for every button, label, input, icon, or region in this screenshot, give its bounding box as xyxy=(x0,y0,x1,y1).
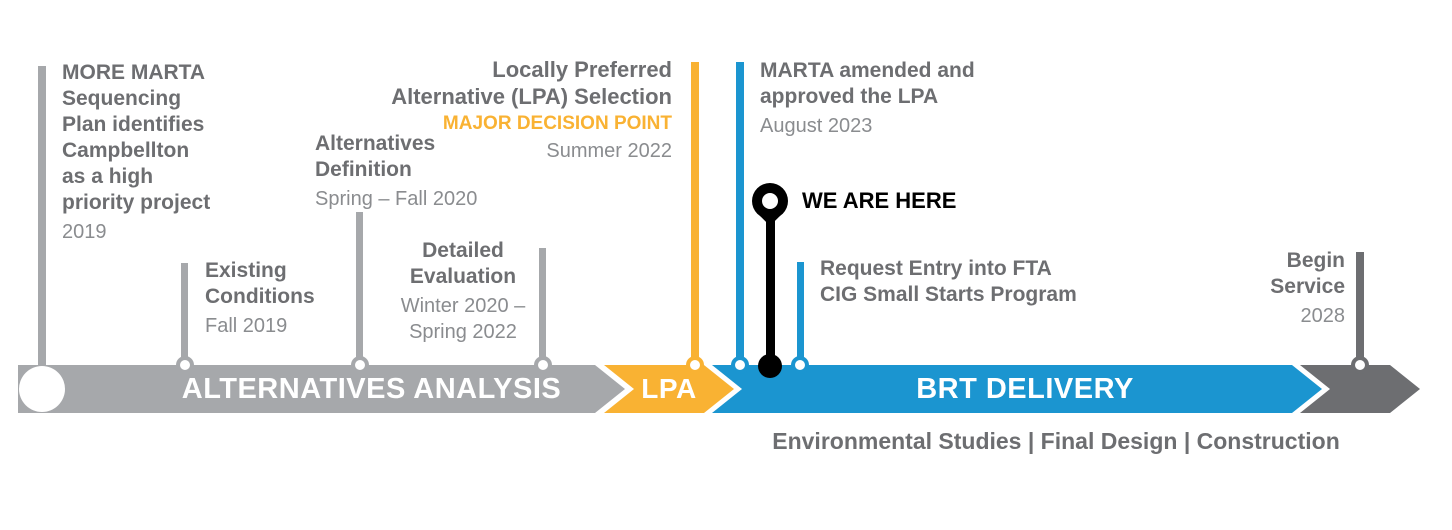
location-pin-hole xyxy=(762,193,778,209)
milestone-title: MORE MARTA Sequencing Plan identifies Ca… xyxy=(62,61,211,214)
milestone-date: 2019 xyxy=(62,221,107,243)
milestone-callout-marta-approved: MARTA amended and approved the LPA Augus… xyxy=(760,58,1050,139)
phase-bar-alternatives-analysis: ALTERNATIVES ANALYSIS xyxy=(18,365,625,413)
milestone-dot-fta-request xyxy=(791,356,809,374)
milestone-dot-detailed-evaluation xyxy=(534,356,552,374)
milestone-callout-existing-conditions: Existing Conditions Fall 2019 xyxy=(205,258,375,339)
milestone-date: Summer 2022 xyxy=(546,140,672,162)
we-are-here-stem xyxy=(766,205,775,367)
milestone-dot-existing-conditions xyxy=(176,356,194,374)
milestone-date: Fall 2019 xyxy=(205,315,288,337)
milestone-date: Winter 2020 – Spring 2022 xyxy=(400,295,526,343)
milestone-callout-begin-service: Begin Service 2028 xyxy=(1235,248,1345,329)
milestone-dot-alternatives-definition xyxy=(351,356,369,374)
milestone-stem-begin-service xyxy=(1356,252,1364,367)
milestone-title: Existing Conditions xyxy=(205,259,315,308)
milestone-title: MARTA amended and approved the LPA xyxy=(760,59,975,108)
timeline-start-circle xyxy=(19,366,65,412)
milestone-stem-marta-approved xyxy=(736,62,744,367)
milestone-stem-lpa-selection xyxy=(691,62,699,367)
major-decision-point-label: MAJOR DECISION POINT xyxy=(442,113,672,134)
phase-label-alternatives-analysis: ALTERNATIVES ANALYSIS xyxy=(181,372,562,405)
milestone-date: August 2023 xyxy=(760,115,873,137)
milestone-date: Spring – Fall 2020 xyxy=(315,188,478,210)
milestone-callout-detailed-evaluation: Detailed Evaluation Winter 2020 – Spring… xyxy=(383,238,543,345)
we-are-here-label: WE ARE HERE xyxy=(802,188,957,213)
phase-label-brt-delivery: BRT DELIVERY xyxy=(916,372,1134,405)
milestone-callout-alternatives-definition: Alternatives Definition Spring – Fall 20… xyxy=(315,131,505,212)
milestone-title: Alternatives Definition xyxy=(315,132,436,181)
milestone-stem-more-marta xyxy=(38,66,46,386)
milestone-stem-alternatives-definition xyxy=(356,212,363,367)
milestone-date: 2028 xyxy=(1300,305,1346,327)
milestone-title: Detailed Evaluation xyxy=(409,239,517,288)
milestone-title: Locally Preferred Alternative (LPA) Sele… xyxy=(391,57,672,109)
brt-delivery-sublabel: Environmental Studies | Final Design | C… xyxy=(772,428,1340,454)
milestone-callout-lpa-selection: Locally Preferred Alternative (LPA) Sele… xyxy=(342,56,672,164)
milestone-title: Request Entry into FTA CIG Small Starts … xyxy=(820,257,1077,306)
milestone-stem-detailed-evaluation xyxy=(539,248,546,367)
milestone-callout-more-marta: MORE MARTA Sequencing Plan identifies Ca… xyxy=(62,60,272,245)
milestone-callout-fta-request: Request Entry into FTA CIG Small Starts … xyxy=(820,256,1130,308)
milestone-stem-existing-conditions xyxy=(181,263,188,367)
milestone-dot-lpa-selection xyxy=(686,356,704,374)
we-are-here-dot xyxy=(758,354,782,378)
milestone-stem-fta-request xyxy=(797,262,804,367)
milestone-title: Begin Service xyxy=(1270,249,1345,298)
phase-label-lpa: LPA xyxy=(641,373,697,404)
milestone-dot-marta-approved xyxy=(731,356,749,374)
phase-bar-brt-delivery: BRT DELIVERY xyxy=(712,365,1322,413)
milestone-dot-begin-service xyxy=(1351,356,1369,374)
